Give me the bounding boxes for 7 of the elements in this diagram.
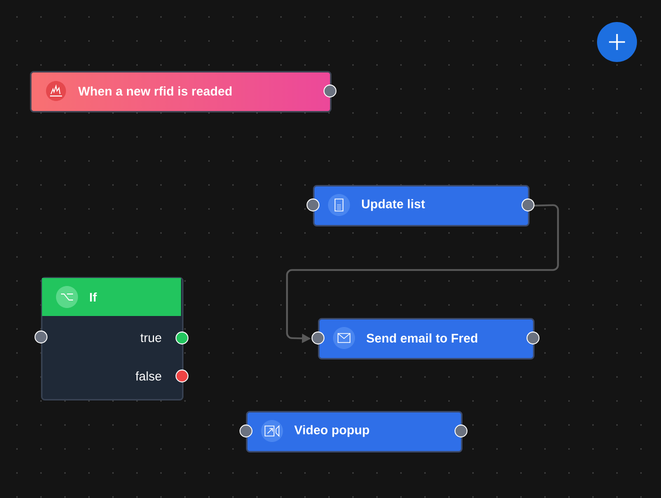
port-label: false: [136, 371, 162, 381]
node-title: Video popup: [294, 425, 370, 437]
node-title: Update list: [362, 199, 425, 211]
port-label: true: [140, 334, 162, 342]
node-title: Send email to Fred: [366, 333, 478, 343]
node-title: If: [90, 292, 97, 302]
node-title: When a new rfid is readed: [78, 86, 232, 96]
